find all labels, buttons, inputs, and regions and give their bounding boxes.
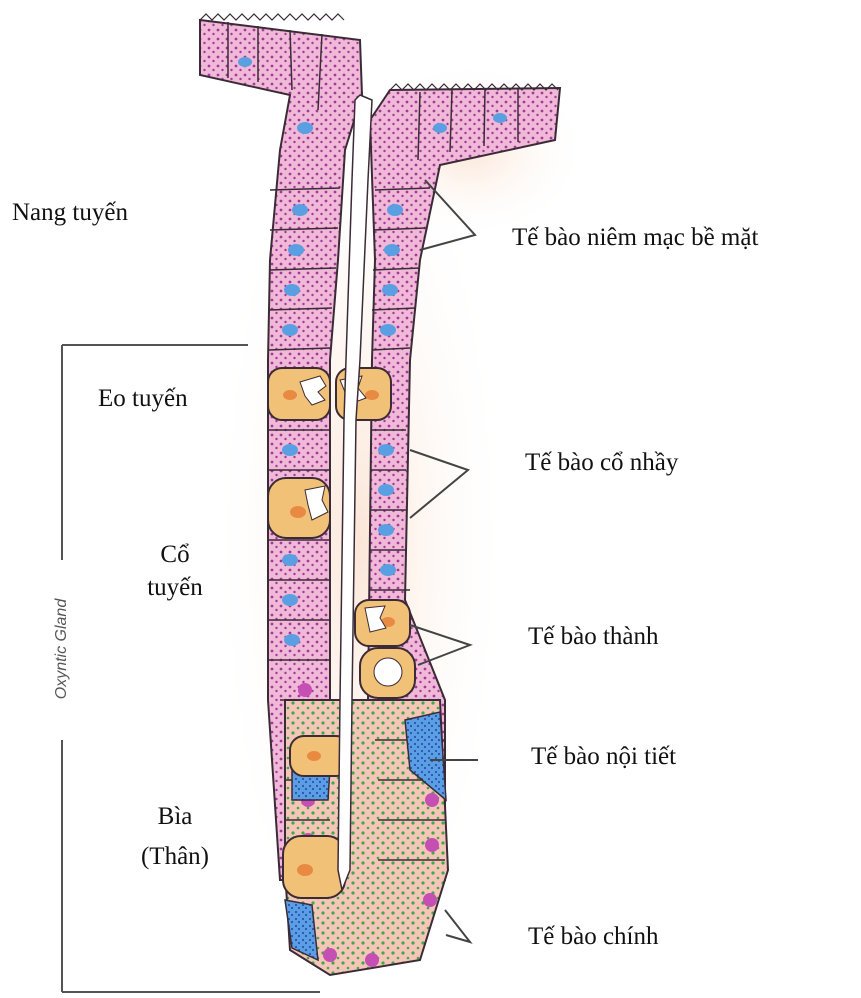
label-oxyntic-gland: Oxyntic Gland <box>53 579 71 719</box>
label-surface-mucous-cell: Tế bào niêm mạc bề mặt <box>512 223 758 253</box>
label-parietal-cell: Tế bào thành <box>528 622 659 652</box>
label-base-line2: (Thân) <box>120 842 230 872</box>
label-neck-line2: tuyến <box>120 573 230 603</box>
label-chief-cell: Tế bào chính <box>528 922 659 952</box>
label-mucous-neck-cell: Tế bào cổ nhầy <box>525 448 678 478</box>
label-endocrine-cell: Tế bào nội tiết <box>531 742 676 772</box>
label-foveola: Nang tuyến <box>12 198 128 228</box>
label-neck-line1: Cổ <box>120 540 230 570</box>
label-base-line1: Bìa <box>120 802 230 832</box>
label-isthmus: Eo tuyến <box>98 384 188 414</box>
leader-chief <box>445 910 470 942</box>
